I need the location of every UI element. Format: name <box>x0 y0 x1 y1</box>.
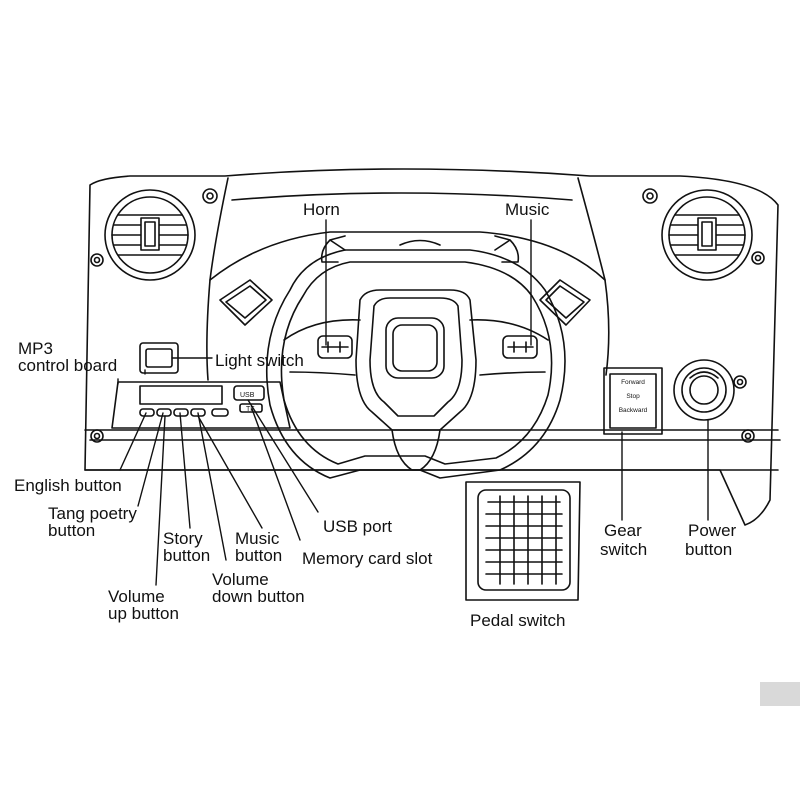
volume-up-label-line2: up button <box>108 604 179 623</box>
mp3-usb-text: USB <box>240 392 255 399</box>
gear-switch-graphic <box>603 367 663 435</box>
dashboard-outline <box>84 168 779 526</box>
right-speaker <box>661 189 753 281</box>
music-top-label: Music <box>505 200 550 219</box>
left-speaker <box>104 189 196 281</box>
volume-down-label-line1: Volume <box>212 570 269 589</box>
gear-switch-label-line2: switch <box>600 540 648 559</box>
tang-poetry-label-line1: Tang poetry <box>48 504 137 523</box>
horn-label: Horn <box>303 200 340 219</box>
story-label-line1: Story <box>163 529 203 548</box>
music-button-label-line2: button <box>235 546 283 565</box>
power-button-label-line1: Power <box>688 521 737 540</box>
english-button-label: English button <box>14 476 122 495</box>
power-button-label-line2: button <box>685 540 733 559</box>
gear-forward-text: Forward <box>621 379 645 386</box>
corner-smudge <box>760 682 800 706</box>
mp3-label-line1: MP3 <box>18 339 53 358</box>
mp3-label-line2: control board <box>18 356 118 375</box>
story-label-line2: button <box>163 546 211 565</box>
mp3-board-graphic <box>111 381 291 429</box>
memory-card-slot-label: Memory card slot <box>302 549 433 568</box>
volume-up-label-line1: Volume <box>108 587 165 606</box>
leader-lines <box>117 219 709 586</box>
power-button-graphic <box>673 359 735 421</box>
light-switch-label: Light switch <box>215 351 304 370</box>
tang-poetry-label-line2: button <box>48 521 96 540</box>
pedal-switch-label: Pedal switch <box>470 611 566 630</box>
gear-backward-text: Backward <box>618 407 648 414</box>
steering-wheel <box>265 235 566 479</box>
music-button-label-line1: Music <box>235 529 280 548</box>
gear-switch-label-line1: Gear <box>604 521 642 540</box>
pedal-graphic <box>465 481 581 601</box>
mp3-tf-text: TF <box>246 406 255 413</box>
volume-down-label-line2: down button <box>212 587 305 606</box>
usb-port-label: USB port <box>323 517 392 536</box>
gear-stop-text: Stop <box>626 393 640 400</box>
